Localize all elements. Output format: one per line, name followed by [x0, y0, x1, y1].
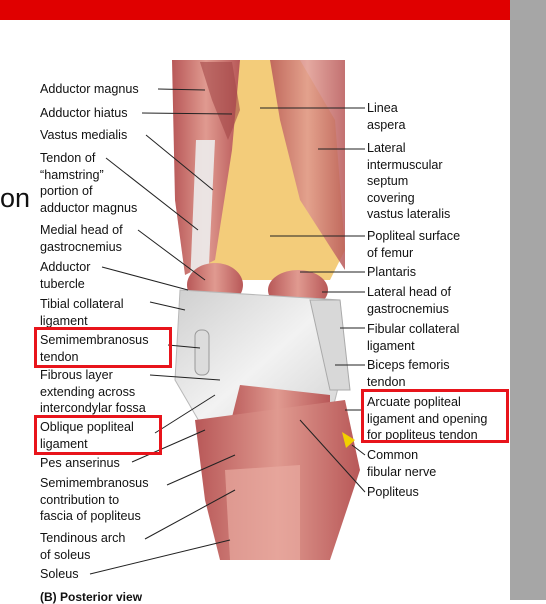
label-medial-head-gastrocnemius: Medial head of gastrocnemius — [40, 223, 123, 254]
scrollbar[interactable] — [510, 0, 546, 600]
label-lateral-head-gastrocnemius: Lateral head of gastrocnemius — [367, 285, 452, 316]
label-lateral-intermuscular-septum: Lateral intermuscular septum covering va… — [367, 141, 451, 221]
label-tendinous-arch-soleus: Tendinous arch of soleus — [40, 531, 126, 562]
label-tibial-collateral-ligament: Tibial collateral ligament — [40, 297, 124, 328]
knee-anatomy-illustration — [89, 60, 366, 575]
highlight-box-oblique-popliteal — [34, 415, 162, 455]
label-pes-anserinus: Pes anserinus — [40, 456, 120, 470]
highlight-box-arcuate-popliteal — [361, 389, 509, 443]
label-plantaris: Plantaris — [367, 265, 416, 279]
label-soleus: Soleus — [40, 567, 79, 581]
label-adductor-magnus: Adductor magnus — [40, 82, 139, 96]
label-fibrous-layer: Fibrous layer extending across intercond… — [40, 368, 146, 415]
slide-title-bar — [0, 0, 510, 20]
slide-partial-text: on — [0, 183, 31, 213]
figure-caption: (B) Posterior view — [40, 590, 143, 604]
label-vastus-medialis: Vastus medialis — [40, 128, 128, 142]
label-tendon-hamstring-adductor: Tendon of “hamstring” portion of adducto… — [40, 151, 138, 215]
label-popliteus: Popliteus — [367, 485, 419, 499]
highlight-box-semimembranosus — [34, 327, 172, 368]
label-arcuate-popliteal-ligament: Arcuate popliteal ligament and opening f… — [367, 395, 488, 442]
label-adductor-tubercle: Adductor tubercle — [40, 260, 91, 291]
label-adductor-hiatus: Adductor hiatus — [40, 106, 128, 120]
label-linea-aspera: Linea aspera — [367, 101, 406, 132]
label-common-fibular-nerve: Common fibular nerve — [367, 448, 437, 479]
label-semimembranosus-tendon: Semimembranosus tendon — [40, 333, 149, 364]
label-oblique-popliteal-ligament: Oblique popliteal ligament — [40, 420, 134, 451]
label-popliteal-surface-femur: Popliteal surface of femur — [367, 229, 461, 260]
label-biceps-femoris-tendon: Biceps femoris tendon — [367, 358, 450, 389]
label-fibular-collateral-ligament: Fibular collateral ligament — [367, 322, 460, 353]
label-semimembranosus-contribution: Semimembranosus contribution to fascia o… — [40, 476, 149, 523]
